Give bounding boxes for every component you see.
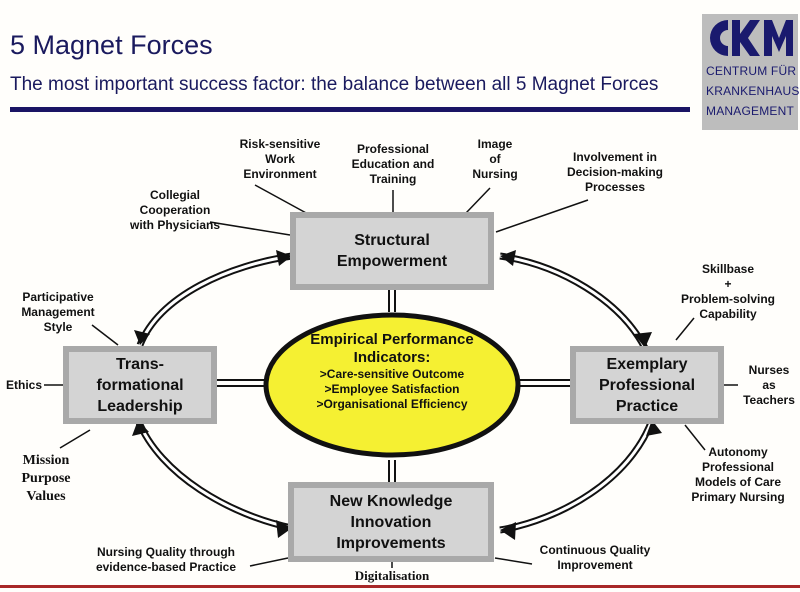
label-line: Ethics [5,378,42,392]
center-ellipse [263,312,521,458]
force-text: formational [96,376,184,394]
ckm-logo-mark [710,20,793,56]
label-line: Education and [351,157,435,171]
label-line: Mission [22,453,70,468]
empirical-performance-indicators: Empirical Performance Indicators: >Care-… [264,312,520,430]
label-line: Collegial [149,188,200,202]
page-title: 5 Magnet Forces [10,30,213,60]
ckm-logo: CENTRUM FÜR KRANKENHAUS MANAGEMENT [702,14,800,130]
label-line: evidence-based Practice [95,560,237,574]
arc-bottom-right [499,418,656,534]
label-line: of [489,152,501,166]
label-line: Professional [701,460,775,474]
label-line: Processes [584,180,646,194]
arrowhead [500,522,516,540]
label-line: Nursing Quality through [97,545,235,559]
label-line: Problem-solving [680,292,775,306]
label-line: Risk-sensitive [239,137,321,151]
label-line: as [762,378,776,392]
force-text: Structural [354,232,430,249]
double-line-right [518,379,572,387]
center-heading: Empirical Performance [310,330,474,348]
label-line: Nurses [748,363,790,377]
arc-bottom-left [134,418,293,532]
label-line: Skillbase [701,262,755,276]
label-line: Cooperation [139,203,211,217]
label-line: Digitalisation [354,568,430,583]
title-underline [10,107,690,112]
logo-line-1: CENTRUM FÜR [706,64,797,78]
label-line: Improvement [557,558,633,572]
bottom-rule [0,585,800,588]
force-text: Practice [615,397,679,415]
double-line-bottom [388,460,396,484]
label-line: Purpose [21,471,71,486]
label-line: Decision-making [566,165,664,179]
center-heading: Indicators: [353,348,431,366]
label-line: Image [477,137,513,151]
force-text: Improvements [336,534,446,552]
arrowhead [276,520,292,538]
page-subtitle: The most important success factor: the b… [10,74,659,95]
double-line-left [216,379,266,387]
label-line: Values [26,489,66,504]
center-item: >Employee Satisfaction [324,381,460,396]
force-text: Trans- [115,355,164,373]
force-text: Exemplary [606,355,688,373]
arrowhead [276,250,292,266]
arrowhead [646,420,662,436]
arrowhead [634,332,652,348]
label-line: Style [43,320,73,334]
arrowhead [132,420,149,436]
force-text: Innovation [350,513,432,531]
force-text: Leadership [97,397,183,415]
label-line: Primary Nursing [691,490,785,504]
logo-line-3: MANAGEMENT [706,104,795,118]
label-line: Autonomy [708,445,768,459]
arc-top-right [499,252,649,350]
label-line: Participative [22,290,94,304]
logo-line-2: KRANKENHAUS [706,84,800,98]
label-line: Work [265,152,295,166]
label-line: Teachers [743,393,795,407]
label-line: Nursing [472,167,518,181]
force-text: New Knowledge [329,492,453,510]
arrowhead [500,250,516,266]
label-line: Models of Care [694,475,781,489]
label-digitalisation: Digitalisation [340,568,444,584]
label-line: + [724,277,732,291]
label-line: Training [369,172,417,186]
force-text: Professional [598,376,696,394]
arrowhead [134,330,150,345]
label-line: Capability [699,307,757,321]
center-item: >Care-sensitive Outcome [319,366,465,381]
label-line: Continuous Quality [539,543,651,557]
double-line-top [388,290,396,312]
label-ethics: Ethics [4,378,44,393]
label-line: Environment [243,167,317,181]
label-line: Involvement in [572,150,658,164]
force-text: Empowerment [336,253,448,270]
center-item: >Organisational Efficiency [316,396,468,411]
label-line: with Physicians [129,218,221,232]
label-line: Professional [356,142,430,156]
label-line: Management [21,305,95,319]
